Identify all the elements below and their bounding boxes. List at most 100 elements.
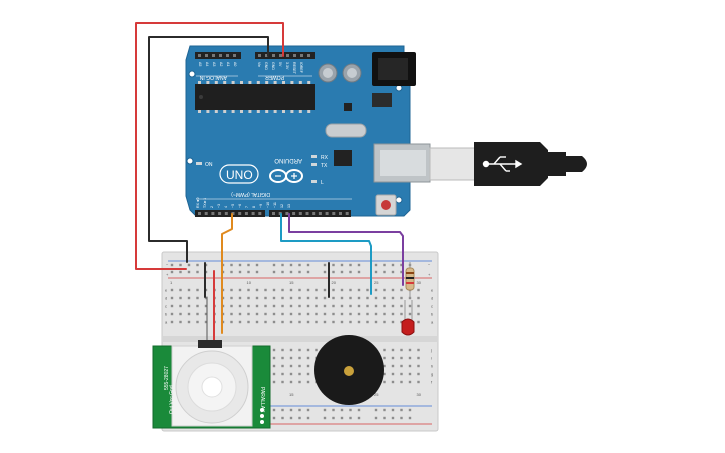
header-hole	[298, 212, 302, 215]
breadboard-hole	[349, 408, 352, 412]
breadboard-hole	[357, 408, 361, 412]
usb-cable-end	[566, 156, 587, 172]
breadboard-hole	[272, 296, 276, 300]
on-led	[196, 162, 202, 165]
breadboard-hole	[349, 270, 352, 274]
breadboard-hole	[417, 348, 420, 352]
breadboard-hole	[408, 364, 412, 368]
breadboard-hole	[230, 304, 233, 308]
rx-label: RX	[321, 155, 329, 161]
breadboard-hole	[289, 304, 293, 308]
breadboard-hole	[272, 356, 276, 360]
breadboard-hole	[298, 288, 301, 292]
header-hole	[238, 212, 242, 215]
row-label: e	[165, 288, 168, 293]
breadboard-hole	[179, 296, 182, 300]
breadboard-hole	[187, 270, 191, 274]
reset-button-cap[interactable]	[381, 200, 391, 210]
column-label: 20	[332, 280, 337, 285]
mounting-hole	[188, 70, 196, 78]
breadboard-hole	[247, 288, 250, 292]
pin-label: ~9	[259, 204, 263, 208]
header-hole	[226, 54, 229, 57]
breadboard-hole	[238, 288, 242, 292]
breadboard-hole	[289, 263, 293, 267]
breadboard-hole	[196, 270, 199, 274]
breadboard-hole	[306, 416, 310, 420]
chip-pin	[265, 81, 269, 84]
breadboard-hole	[281, 312, 284, 316]
breadboard-hole	[366, 296, 369, 300]
breadboard-hole	[230, 296, 233, 300]
wire-pin10-purple	[288, 213, 404, 286]
chip-pins	[198, 81, 311, 113]
breadboard-hole	[383, 372, 386, 376]
breadboard-hole	[289, 380, 293, 384]
chip-pin	[273, 81, 277, 84]
breadboard-hole	[391, 288, 395, 292]
usb-cable	[429, 142, 587, 186]
header-hole	[244, 212, 248, 215]
wires	[135, 22, 404, 347]
breadboard-hole	[289, 348, 293, 352]
breadboard-hole	[417, 380, 420, 384]
row-label: c	[165, 304, 167, 309]
breadboard-hole	[366, 320, 369, 324]
breadboard-hole	[281, 380, 284, 384]
red-led	[401, 300, 415, 336]
breadboard-hole	[196, 288, 199, 292]
breadboard-hole	[289, 416, 293, 420]
breadboard-hole	[306, 304, 310, 308]
chip-pin	[273, 110, 277, 113]
breadboard-hole	[238, 270, 242, 274]
breadboard-hole	[366, 312, 369, 316]
breadboard-hole	[187, 304, 191, 308]
breadboard-hole	[332, 320, 335, 324]
breadboard-hole	[383, 270, 386, 274]
pir-pad	[260, 408, 264, 412]
top-header-holes	[198, 54, 310, 57]
breadboard-hole	[383, 304, 386, 308]
power-label: POWER	[265, 74, 284, 80]
chip-pin	[298, 81, 302, 84]
pin-label: Vin	[257, 62, 261, 67]
breadboard-hole	[255, 296, 259, 300]
digital-header-right	[269, 210, 351, 217]
pir-pad	[260, 414, 264, 418]
breadboard-hole	[400, 263, 403, 267]
breadboard-hole	[204, 304, 208, 308]
breadboard-hole	[272, 372, 276, 376]
breadboard-hole	[238, 304, 242, 308]
breadboard-hole	[289, 320, 293, 324]
breadboard-hole	[383, 356, 386, 360]
breadboard-hole	[187, 296, 191, 300]
breadboard-hole	[306, 356, 310, 360]
breadboard-hole	[306, 364, 310, 368]
breadboard-hole	[349, 304, 352, 308]
breadboard-hole	[323, 296, 327, 300]
column-label: 25	[374, 280, 379, 285]
breadboard-hole	[323, 288, 327, 292]
breadboard-hole	[230, 320, 233, 324]
breadboard-hole	[408, 372, 412, 376]
header-hole	[312, 212, 316, 215]
breadboard-hole	[247, 312, 250, 316]
breadboard-hole	[272, 304, 276, 308]
pin-label: 2	[210, 206, 214, 208]
header-hole	[204, 212, 208, 215]
header-hole	[345, 212, 349, 215]
breadboard-hole	[349, 288, 352, 292]
breadboard-hole	[281, 304, 284, 308]
rx-led	[311, 155, 317, 158]
breadboard-hole	[417, 356, 420, 360]
chip-pin	[214, 81, 218, 84]
uno-logo-text: UNO	[226, 168, 253, 182]
chip-pin	[307, 81, 311, 84]
breadboard-hole	[408, 408, 412, 412]
usb-chip	[334, 150, 352, 166]
breadboard-hole	[196, 296, 199, 300]
column-label: 1	[170, 280, 173, 285]
usb-port-inner	[380, 150, 426, 176]
breadboard-hole	[247, 320, 250, 324]
